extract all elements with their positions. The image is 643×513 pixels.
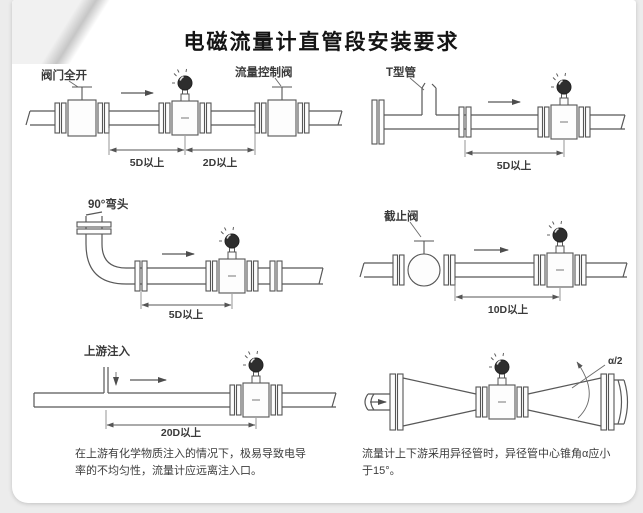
flow-control-valve-label: 流量控制阀 (235, 65, 293, 79)
pipe (364, 377, 629, 427)
extension-lines (454, 280, 561, 301)
caption-upstream-injection: 在上游有化学物质注入的情况下，极易导致电导率的不均匀性，流量计应远离注入口。 (75, 448, 306, 477)
extension-lines (108, 128, 256, 155)
diagram-90-elbow: 90°弯头 5D以上 (76, 197, 324, 320)
pipe-flange (276, 260, 283, 292)
diagram-stop-valve: 截止阀 10D以上 (359, 209, 628, 316)
flowmeter-icon (537, 72, 591, 140)
diagram-valve-flowmeter-valve: 阀门全开 流量控制阀 5D以上 2D以上 (25, 65, 343, 169)
reducer-flange (389, 373, 397, 431)
flowmeter-icon (533, 220, 587, 288)
pipe (33, 367, 337, 408)
angle-arc (576, 361, 590, 419)
elbow-flange (76, 228, 112, 235)
injection-label: 上游注入 (84, 344, 130, 358)
reducer-flange (607, 373, 615, 431)
dimension-label: 2D以上 (203, 156, 238, 169)
extension-lines (105, 410, 257, 429)
pipe (359, 262, 628, 278)
extension-lines (464, 140, 565, 157)
pipe-flange (141, 260, 148, 292)
pipe-flange (134, 260, 141, 292)
pipe-flange (458, 106, 465, 138)
dimension-label: 5D以上 (497, 159, 532, 172)
extension-lines (140, 292, 233, 309)
dimension-label: 10D以上 (488, 303, 529, 316)
t-pipe-label: T型管 (386, 65, 417, 79)
diagram-t-pipe: T型管 5D以上 (371, 65, 626, 172)
diagram-upstream-injection: 上游注入 20D以上 (33, 344, 337, 438)
globe-valve-icon (392, 240, 456, 287)
dimension-label: 5D以上 (130, 156, 165, 169)
elbow-label: 90°弯头 (88, 197, 129, 211)
diagram-reducer-pipes: α/2 (364, 352, 629, 431)
valve-open-label: 阀门全开 (41, 68, 87, 82)
stop-valve-label: 截止阀 (384, 209, 419, 223)
caption-reducer-cone-angle: 流量计上下游采用异径管时，异径管中心锥角α应小于15°。 (362, 448, 611, 477)
dimension-label: 20D以上 (161, 426, 202, 438)
pipe (25, 110, 343, 126)
elbow-flange (76, 221, 112, 228)
pipe-flange (465, 106, 472, 138)
page-corner-fold (12, 0, 144, 64)
flowmeter-icon (205, 226, 259, 294)
leader-line (274, 77, 282, 87)
reducer-flange (600, 373, 608, 431)
leader-line (68, 80, 79, 88)
reducer-flange (396, 373, 404, 431)
pipe (85, 211, 324, 285)
page-title: 电磁流量计直管段安装要求 (183, 31, 460, 54)
valve-icon (254, 86, 310, 137)
cone-angle-label: α/2 (608, 356, 623, 367)
pipe-flange (269, 260, 276, 292)
dimension-label: 5D以上 (169, 308, 204, 320)
leader-line (571, 364, 606, 389)
valve-icon (54, 86, 110, 137)
leader-line (409, 221, 422, 238)
document-page (12, 0, 636, 503)
flowmeter-icon (475, 352, 529, 420)
flowmeter-icon (158, 68, 212, 136)
end-flange (371, 99, 378, 145)
end-flange (378, 99, 385, 145)
flowmeter-icon (229, 350, 283, 418)
